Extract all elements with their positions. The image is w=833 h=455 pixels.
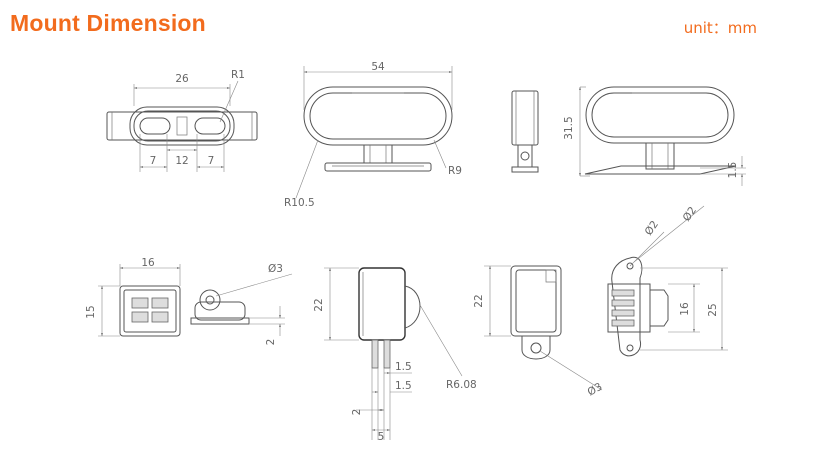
dim-small-height: 15	[85, 305, 97, 318]
dim-top-width: 26	[175, 73, 189, 85]
dim-pin-gap: 2	[351, 409, 363, 416]
dim-front-r-inner: R9	[448, 165, 462, 177]
back-view: Ø3 22	[473, 265, 605, 399]
dim-slant-25: 25	[707, 303, 719, 316]
dim-pin-w2: 1.5	[395, 380, 412, 392]
dim-front-width: 54	[371, 61, 385, 73]
dim-side-height: 31.5	[563, 116, 575, 139]
dim-slant-d2-b: Ø2	[681, 205, 699, 224]
unit-label: unit：mm	[683, 19, 757, 37]
dim-slot-right: 7	[208, 155, 215, 167]
dim-small-width: 16	[141, 257, 155, 269]
slanted-view: Ø2 Ø2 16 25	[607, 205, 728, 357]
dim-slot-left: 7	[150, 155, 157, 167]
hinge-view: Ø3 2	[190, 263, 293, 346]
dim-slot-gap: 12	[175, 155, 188, 167]
angled-view: 31.5 1.5	[563, 86, 746, 186]
dim-clip-radius: R6.08	[446, 379, 477, 391]
dim-back-height: 22	[473, 294, 485, 307]
dim-top-radius: R1	[231, 69, 245, 81]
dim-slant-d2-a: Ø2	[643, 219, 661, 238]
side-view	[511, 90, 539, 173]
dim-back-hole: Ø3	[586, 381, 605, 399]
dim-clip-height: 22	[313, 298, 325, 311]
dim-hole-d3-a: Ø3	[268, 263, 283, 275]
small-mount-view: 16 15	[85, 257, 181, 337]
dim-slant-16: 16	[679, 302, 691, 316]
dim-pin-total: 5	[378, 431, 385, 443]
dim-thickness-2: 2	[265, 339, 277, 346]
clip-view: 22 R6.08 1.5 1.5 2 5	[313, 267, 477, 443]
top-view: 26 R1 7 12 7	[106, 69, 258, 172]
page-title: Mount Dimension	[10, 10, 206, 36]
dim-base-thickness: 1.5	[727, 162, 739, 179]
dim-front-r-outer: R10.5	[284, 197, 315, 209]
dim-pin-w1: 1.5	[395, 361, 412, 373]
front-view: 54 R10.5 R9	[284, 61, 462, 209]
